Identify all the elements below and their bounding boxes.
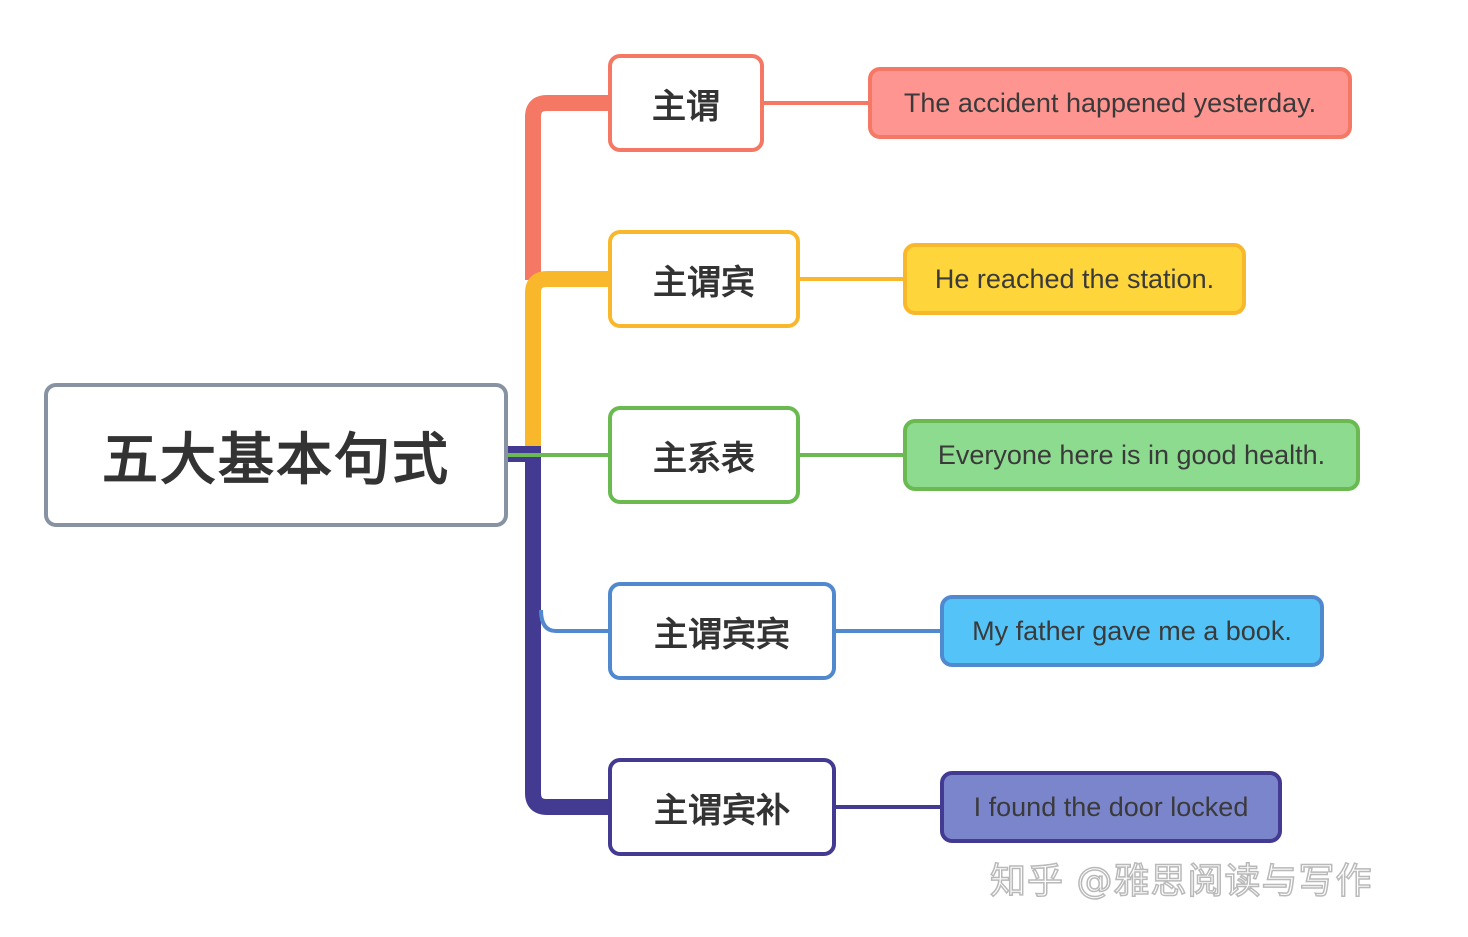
branch-node-label: 主谓宾宾 xyxy=(654,614,790,655)
branch-node-svo-2[interactable]: 主谓宾 xyxy=(608,230,800,328)
branch-connector-4 xyxy=(539,609,610,633)
branch-node-label: 主谓宾 xyxy=(653,262,755,303)
example-node-2[interactable]: He reached the station. xyxy=(903,243,1246,315)
branch-node-svoc[interactable]: 主谓宾补 xyxy=(608,758,836,856)
branch-node-label: 主谓 xyxy=(652,86,720,127)
example-sentence: The accident happened yesterday. xyxy=(903,87,1317,118)
example-node-1[interactable]: The accident happened yesterday. xyxy=(868,67,1352,139)
branch-node-svo-1[interactable]: 主谓 xyxy=(608,54,764,152)
trunk-connector-2 xyxy=(525,271,610,446)
example-node-5[interactable]: I found the door locked xyxy=(940,771,1282,843)
branch-node-svoo[interactable]: 主谓宾宾 xyxy=(608,582,836,680)
example-sentence: I found the door locked xyxy=(973,791,1249,822)
branch-node-label: 主系表 xyxy=(653,438,755,479)
branch-node-label: 主谓宾补 xyxy=(654,790,790,831)
trunk-connector-5 xyxy=(508,446,610,815)
example-node-4[interactable]: My father gave me a book. xyxy=(940,595,1324,667)
example-sentence: He reached the station. xyxy=(934,263,1215,294)
example-sentence: My father gave me a book. xyxy=(972,615,1292,646)
root-node[interactable]: 五大基本句式 xyxy=(44,383,508,527)
example-node-3[interactable]: Everyone here is in good health. xyxy=(903,419,1360,491)
example-sentence: Everyone here is in good health. xyxy=(937,439,1326,470)
trunk-connector-1 xyxy=(525,95,610,280)
branch-node-svc[interactable]: 主系表 xyxy=(608,406,800,504)
root-node-label: 五大基本句式 xyxy=(102,427,450,493)
watermark: 知乎 @雅思阅读与写作 xyxy=(989,860,1373,903)
